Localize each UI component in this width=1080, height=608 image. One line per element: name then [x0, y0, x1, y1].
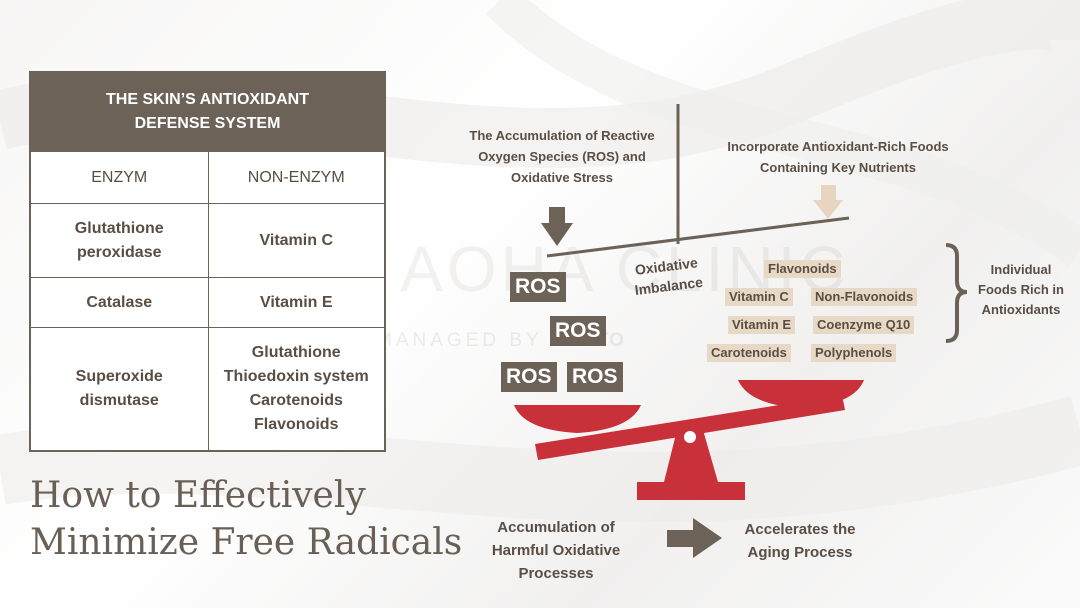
- food-tag: Flavonoids: [764, 260, 841, 278]
- aging-process-label: Accelerates the Aging Process: [744, 521, 856, 561]
- column-header-enzym: ENZYM: [91, 168, 148, 186]
- table-cell-enzym: Glutathione peroxidase: [74, 219, 164, 261]
- food-tag: Carotenoids: [707, 344, 791, 362]
- food-tag: Vitamin E: [728, 316, 796, 334]
- non-enzym-item: Glutathione: [251, 344, 341, 361]
- down-arrow-dark-icon: [541, 207, 573, 246]
- table-cell-enzym: Catalase: [86, 293, 153, 311]
- balance-scale-icon: [514, 380, 864, 500]
- table-column-headers: ENZYM NON-ENZYM: [31, 151, 384, 203]
- table-cell-enzym: Superoxide dismutase: [75, 368, 163, 409]
- food-tag: Vitamin C: [725, 288, 793, 306]
- ros-box: ROS: [550, 316, 606, 346]
- non-enzym-item: Thioedoxin system: [223, 368, 369, 385]
- title-line-1: How to Effectively: [30, 475, 366, 516]
- table-cell-non-enzym: Glutathione Thioedoxin system Carotenoid…: [207, 328, 385, 450]
- oxidative-imbalance-beam: [546, 216, 850, 258]
- table-row: Superoxide dismutase Glutathione Thioedo…: [31, 327, 384, 450]
- non-enzym-item: Carotenoids: [249, 392, 343, 409]
- harmful-processes-label: Accumulation of Harmful Oxidative Proces…: [491, 519, 621, 582]
- ros-accumulation-caption: The Accumulation of Reactive Oxygen Spec…: [469, 128, 655, 185]
- table-cell-non-enzym: Vitamin E: [207, 278, 385, 327]
- watermark-sub-prefix: MANAGED BY: [376, 330, 543, 351]
- antioxidant-defense-table: THE SKIN’S ANTIOXIDANT DEFENSE SYSTEM EN…: [29, 71, 386, 452]
- food-tag: Non-Flavonoids: [811, 288, 918, 306]
- ros-box: ROS: [567, 362, 623, 392]
- right-arrow-icon: [667, 518, 722, 558]
- title-line-2: Minimize Free Radicals: [30, 522, 463, 563]
- curly-bracket-icon: [945, 243, 968, 343]
- page-title: How to Effectively Minimize Free Radical…: [30, 472, 462, 566]
- down-arrow-light-icon: [813, 185, 843, 219]
- individual-foods-label: Individual Foods Rich in Antioxidants: [978, 262, 1064, 317]
- ros-box: ROS: [510, 272, 566, 302]
- table-row: Glutathione peroxidase Vitamin C: [31, 203, 384, 277]
- food-tag: Coenzyme Q10: [813, 316, 915, 334]
- table-cell-non-enzym: Vitamin C: [207, 204, 385, 277]
- ros-box: ROS: [501, 362, 557, 392]
- table-header: THE SKIN’S ANTIOXIDANT DEFENSE SYSTEM: [31, 73, 384, 151]
- column-header-non-enzym: NON-ENZYM: [207, 152, 385, 203]
- non-enzym-item: Flavonoids: [254, 416, 339, 433]
- table-row: Catalase Vitamin E: [31, 277, 384, 327]
- food-tag: Polyphenols: [811, 344, 897, 362]
- antioxidant-foods-caption: Incorporate Antioxidant-Rich Foods Conta…: [727, 139, 949, 175]
